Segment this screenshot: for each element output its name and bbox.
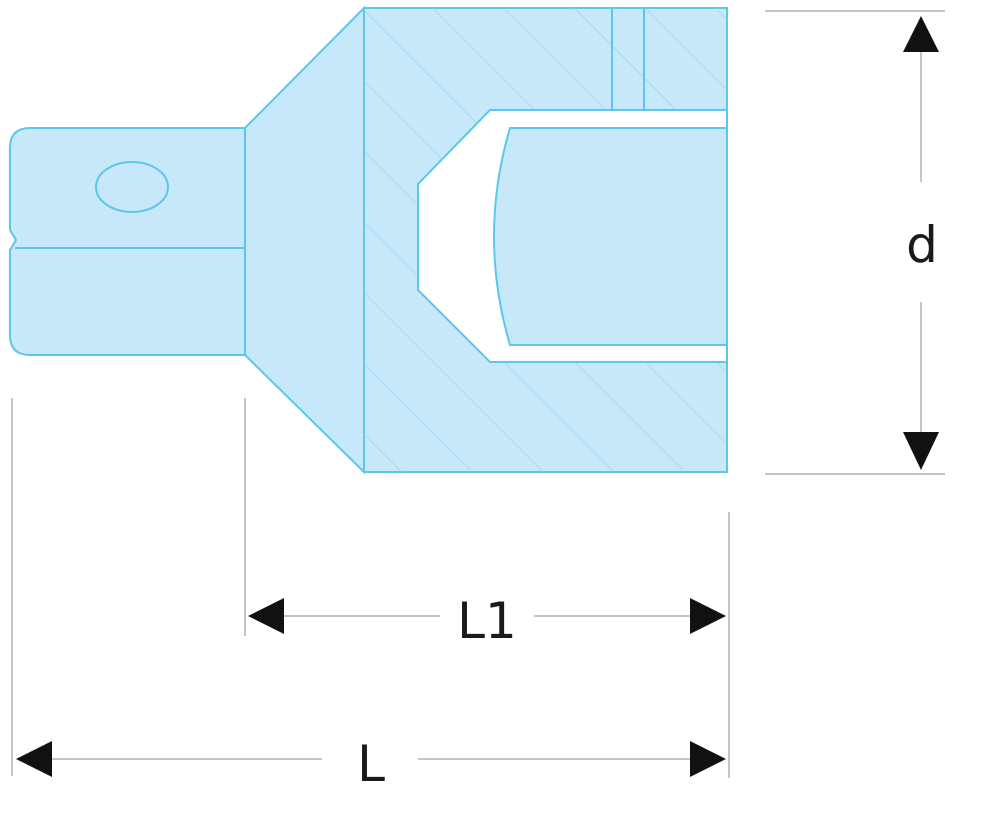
arrow-down-icon	[903, 432, 939, 470]
conical-neck	[244, 5, 365, 475]
adapter-part	[9, 5, 728, 475]
square-drive	[9, 127, 246, 356]
arrow-left-icon	[248, 598, 284, 634]
inserted-square	[493, 127, 728, 346]
dimension-d: d	[765, 10, 945, 475]
dimensions: d L1 L	[11, 10, 945, 793]
arrow-up-icon	[903, 16, 939, 52]
detent-ball-icon	[95, 161, 169, 213]
arrow-right-icon	[690, 741, 726, 777]
dimension-label-l1: L1	[457, 592, 517, 650]
square-drive-body	[9, 127, 246, 356]
arrow-right-icon	[690, 598, 726, 634]
socket-head	[363, 7, 728, 473]
dimension-label-l: L	[357, 735, 385, 793]
dimension-l: L	[16, 735, 726, 793]
dimension-label-d: d	[906, 216, 938, 274]
socket-head-hatch	[364, 8, 727, 472]
arrow-left-icon	[16, 741, 52, 777]
dimension-l1: L1	[248, 592, 726, 650]
